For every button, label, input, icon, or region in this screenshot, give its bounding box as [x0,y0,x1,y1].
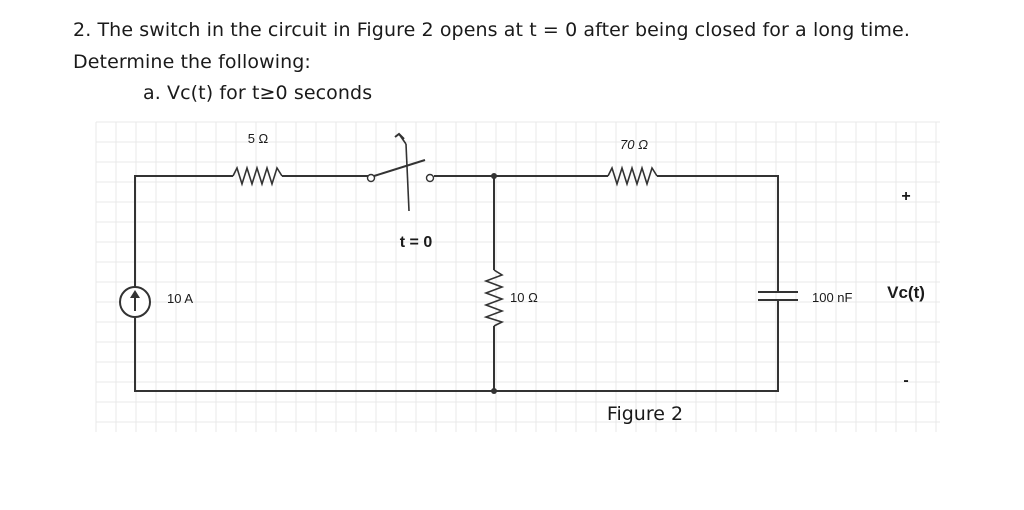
node-bottom [491,388,497,394]
switch-blade [373,159,426,177]
vc-minus-sign: - [903,372,908,389]
wire-bottom [134,300,779,392]
resistor-r2-label: 10 Ω [510,290,538,305]
resistor-r2-zigzag [483,269,505,327]
resistor-r3-zigzag [607,165,658,187]
background-grid [95,121,940,432]
figure-caption: Figure 2 [607,403,683,425]
capacitor-label: 100 nF [812,290,853,305]
circuit-wires [134,173,779,394]
vc-plus-sign: + [901,188,910,205]
switch-time-label: t = 0 [400,234,433,251]
question-line-1: 2. The switch in the circuit in Figure 2… [73,19,910,41]
vc-label: Vc(t) [887,283,925,302]
switch-right-terminal [425,173,435,183]
resistor-r1-zigzag [232,165,283,187]
current-source-arrow-icon [130,290,140,298]
question-part-a: a. Vc(t) for t≥0 seconds [143,82,373,104]
current-source-label: 10 A [167,291,193,306]
switch-left-terminal [366,173,376,183]
wire-r3-to-cap [657,175,779,292]
switch-arrow-tip [398,133,407,145]
question-line-2: Determine the following: [73,51,311,73]
node-top [491,173,497,179]
resistor-r1-label: 5 Ω [248,131,269,146]
switch-arrow-shaft [405,143,410,212]
wire-top-left [134,175,233,287]
switch [366,132,435,212]
resistor-r3-label: 70 Ω [620,137,648,152]
current-source [119,286,151,318]
